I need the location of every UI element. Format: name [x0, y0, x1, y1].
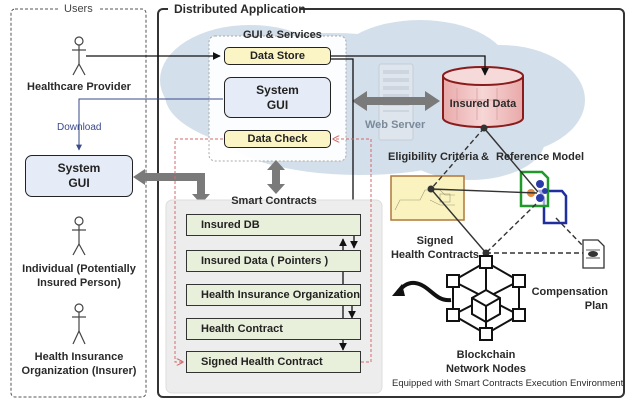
datastore-to-insured-data-arrow — [331, 55, 489, 76]
data-check-box[interactable]: Data Check — [224, 130, 331, 148]
actor-label-healthcare-provider: Healthcare Provider — [27, 81, 131, 93]
download-label: Download — [57, 122, 102, 133]
services-to-contracts-double-arrow — [267, 160, 285, 194]
contract-health-contract[interactable]: Health Contract — [186, 318, 361, 340]
signed-health-contracts-line2: Health Contracts — [390, 249, 480, 261]
data-store-box[interactable]: Data Store — [224, 47, 331, 65]
datastore-to-insured-db-arrow — [331, 58, 357, 213]
download-arrow — [76, 98, 223, 151]
individual-actor-icon — [72, 216, 86, 256]
compensation-plan-line1: Compensation — [531, 286, 608, 298]
contract-health-insurance-organization[interactable]: Health Insurance Organization — [186, 284, 361, 306]
web-server-label: Web Server — [365, 119, 426, 131]
execution-environment-footer: Equipped with Smart Contracts Execution … — [392, 378, 624, 389]
contract-insured-db[interactable]: Insured DB — [186, 214, 361, 236]
signed-contract-to-datacheck-line — [333, 139, 372, 363]
smart-contracts-title: Smart Contracts — [231, 195, 317, 207]
distributed-application-title: Distributed Application — [174, 2, 306, 16]
user-system-gui-line1: System — [57, 161, 101, 175]
user-system-gui-line2: GUI — [68, 176, 90, 190]
eligibility-criteria-icon — [390, 175, 465, 221]
contract-signed-health-contract[interactable]: Signed Health Contract — [186, 351, 361, 373]
gui-services-title: GUI & Services — [243, 29, 322, 41]
actor-label-insurer-line1: Health Insurance — [34, 351, 124, 363]
relationship-lines — [430, 127, 590, 254]
compensation-plan-label: Compensation Plan — [530, 285, 608, 313]
distributed-application-frame — [157, 8, 625, 398]
compensation-plan-line2: Plan — [584, 300, 608, 312]
insured-data-label: Insured Data — [449, 98, 517, 110]
compensation-plan-icon — [582, 239, 605, 269]
blockchain-network-label: Blockchain Network Nodes — [436, 348, 536, 376]
contract-insured-data-pointers[interactable]: Insured Data ( Pointers ) — [186, 250, 361, 272]
eligibility-criteria-label: Eligibility Criteria — [388, 151, 479, 163]
blockchain-network-line2: Network Nodes — [445, 363, 527, 375]
datacheck-to-signed-contract-line — [174, 138, 223, 362]
gui-to-smart-contracts-arrow — [133, 169, 210, 204]
blockchain-network-line1: Blockchain — [456, 349, 516, 361]
signed-health-contracts-line1: Signed — [416, 235, 454, 247]
signed-health-contracts-label: Signed Health Contracts — [385, 234, 485, 262]
services-system-gui-line1: System — [256, 82, 299, 97]
actor-label-insurer-line2: Organization (Insurer) — [21, 365, 137, 377]
users-frame — [10, 8, 147, 398]
users-title: Users — [64, 3, 93, 15]
webserver-double-arrow — [352, 91, 440, 111]
blockchain-to-contracts-arrow — [392, 280, 452, 303]
insurer-actor-icon — [72, 303, 86, 345]
actor-label-individual-line1: Individual (Potentially — [22, 263, 136, 275]
healthcare-provider-actor-icon — [72, 36, 86, 76]
actor-label-individual: Individual (Potentially Insured Person) — [12, 262, 146, 290]
ampersand-label: & — [481, 151, 489, 163]
reference-model-label: Reference Model — [496, 151, 585, 163]
services-system-gui-line2: GUI — [266, 97, 289, 112]
blockchain-network-icon — [446, 255, 526, 341]
actor-label-insurer: Health Insurance Organization (Insurer) — [12, 350, 146, 378]
actor-label-individual-line2: Insured Person) — [37, 277, 121, 289]
